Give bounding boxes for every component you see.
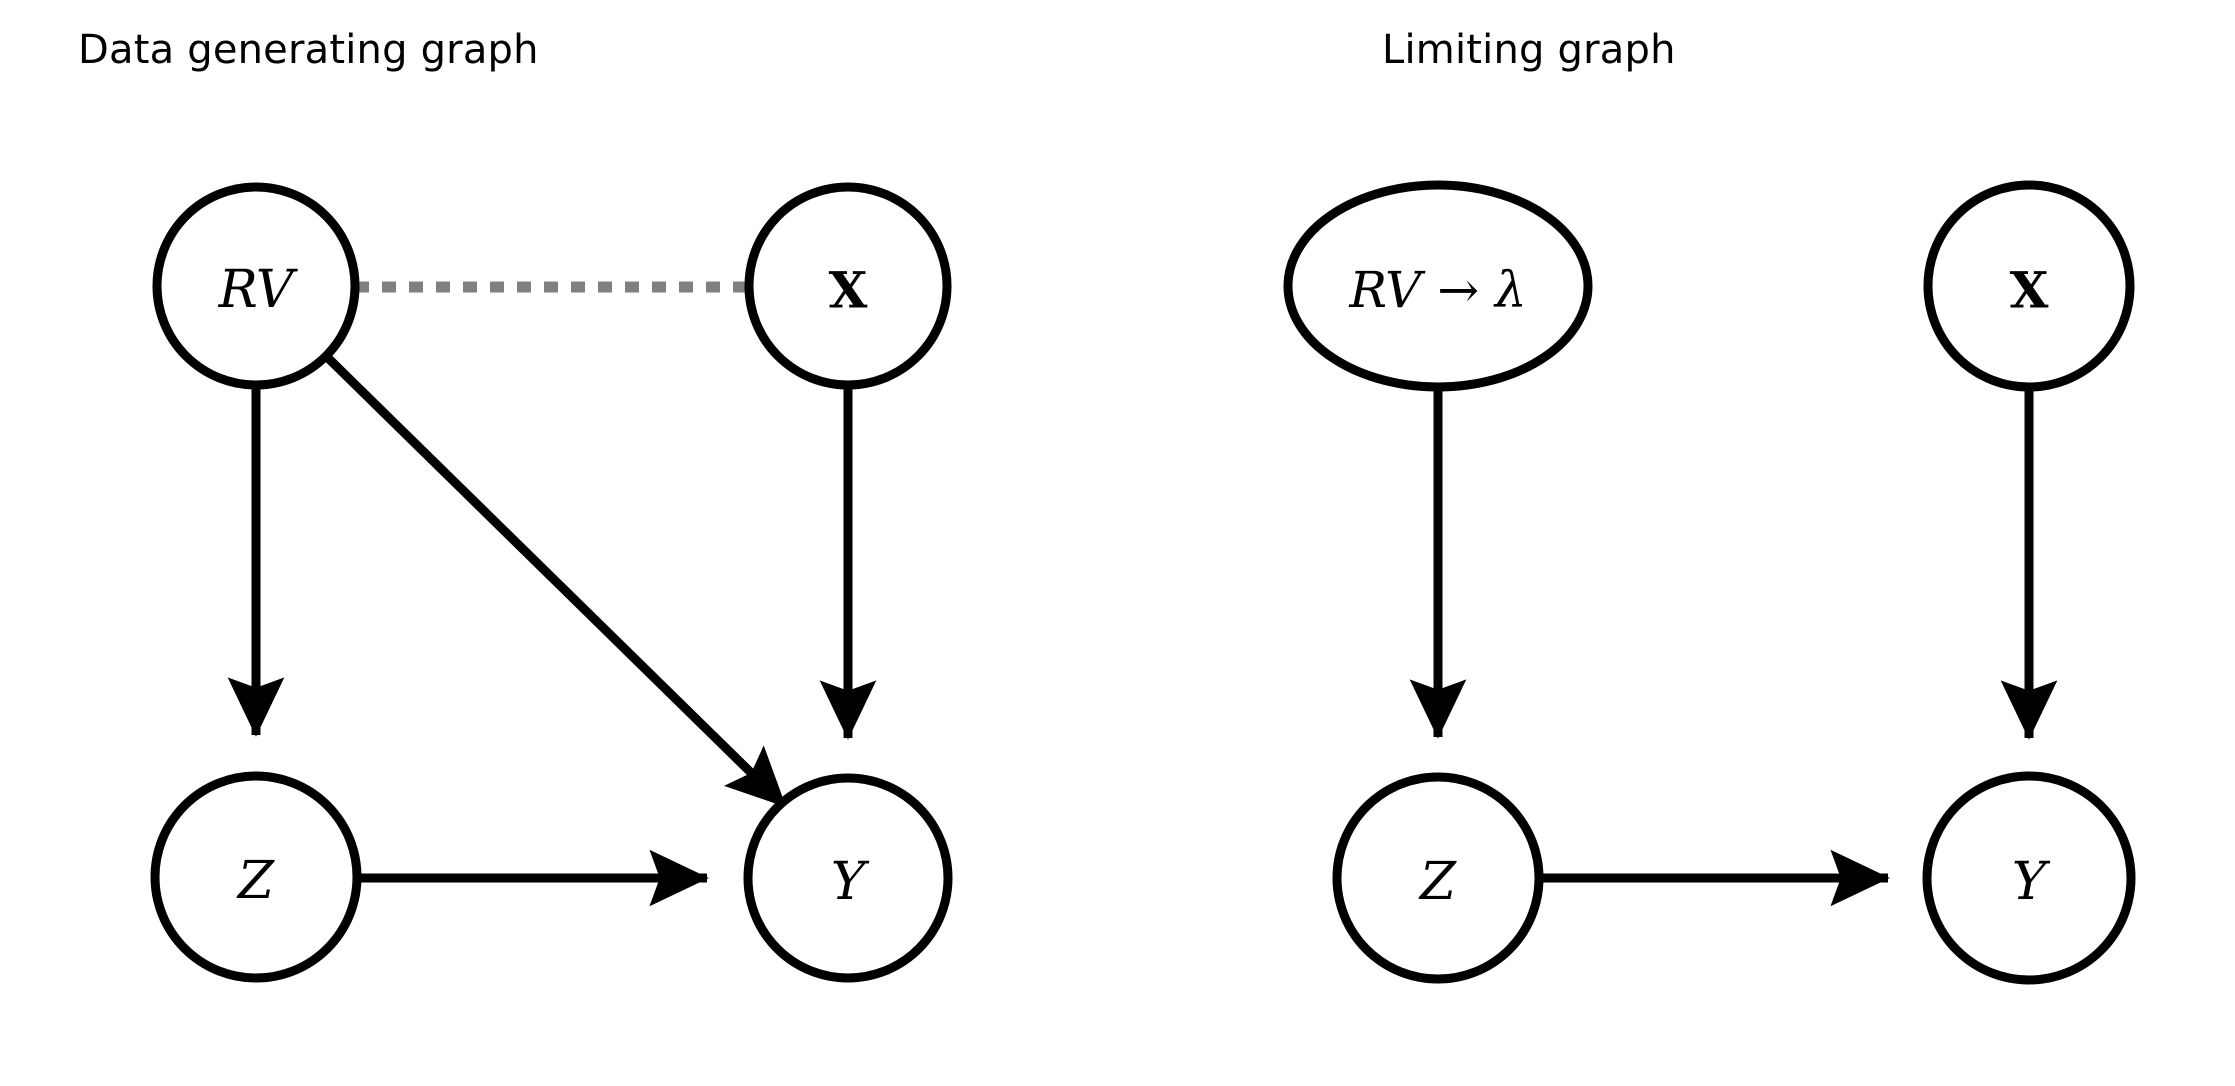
right-graph-group: RV → λ X Z Y (1283, 180, 2136, 985)
node-y[interactable]: Y (743, 773, 953, 983)
left-graph-group: RV X Z Y (150, 182, 953, 983)
node-rv-lambda-label-suffix: λ (1493, 261, 1527, 319)
node-x-right-label: X (2010, 261, 2049, 320)
node-z-right-label: Z (1418, 852, 1457, 912)
node-x-circle[interactable] (744, 182, 952, 390)
node-z-label: Z (236, 851, 275, 911)
node-z-circle[interactable] (150, 771, 362, 983)
node-rv-circle[interactable] (152, 182, 360, 390)
node-y-circle[interactable] (743, 773, 953, 983)
node-x-right[interactable]: X (1923, 180, 2135, 392)
node-x-right-circle[interactable] (1923, 180, 2135, 392)
right-arrow-icon: → (1421, 261, 1495, 319)
node-z-right-circle[interactable] (1332, 772, 1544, 984)
node-y-right-circle[interactable] (1922, 771, 2136, 985)
node-y-label: Y (831, 852, 870, 912)
node-x[interactable]: X (744, 182, 952, 390)
node-rv-lambda-ellipse[interactable] (1283, 180, 1593, 392)
node-y-right[interactable]: Y (1922, 771, 2136, 985)
node-rv[interactable]: RV (152, 182, 360, 390)
node-z[interactable]: Z (150, 771, 362, 983)
node-rv-lambda-label: RV → λ (1348, 261, 1526, 319)
panel-title-limiting-graph: Limiting graph (1382, 27, 1676, 73)
edge-rv-to-y (322, 352, 789, 810)
panel-title-data-generating-graph: Data generating graph (78, 27, 539, 73)
node-z-right[interactable]: Z (1332, 772, 1544, 984)
node-x-label: X (829, 261, 868, 320)
node-y-right-label: Y (2012, 852, 2051, 912)
node-rv-lambda[interactable]: RV → λ (1283, 180, 1593, 392)
node-rv-label: RV (218, 260, 298, 320)
node-rv-lambda-label-prefix: RV (1348, 261, 1426, 319)
